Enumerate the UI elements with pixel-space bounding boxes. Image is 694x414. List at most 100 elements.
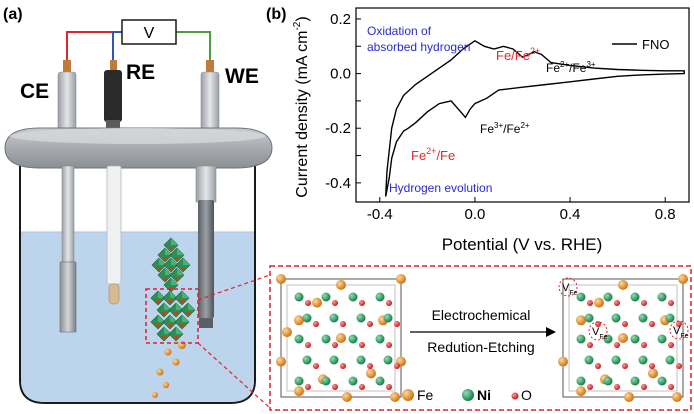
- vacancy-marker: [669, 320, 689, 340]
- o-atom: [676, 363, 682, 369]
- annotation-fe-fe2: Fe/Fe2+: [496, 46, 540, 63]
- we-holder: [200, 71, 220, 131]
- octahedron-face: [171, 258, 178, 265]
- fe-atom: [390, 392, 400, 402]
- ce-shaft: [61, 165, 75, 263]
- fe3-fe2-sup2: 2+: [520, 121, 529, 130]
- tetrahedron: [168, 267, 174, 271]
- ni-atom: [375, 292, 385, 302]
- o-atom: [313, 321, 319, 327]
- fe2-fe3-b: /Fe: [569, 61, 587, 75]
- re-tip: [106, 120, 120, 130]
- fe-bubble: [152, 392, 158, 398]
- octahedron-face: [176, 327, 183, 334]
- octahedron-face: [177, 268, 184, 275]
- ni-atom: [603, 376, 613, 386]
- octahedron-face: [171, 278, 178, 285]
- fe-atom: [678, 274, 688, 284]
- o-atom: [313, 363, 319, 369]
- fe-atom: [336, 333, 346, 343]
- lattice-before: [276, 274, 406, 402]
- ni-atom: [603, 334, 613, 344]
- fe-atom: [366, 368, 376, 379]
- ni-atom: [356, 313, 366, 323]
- ni-atom: [576, 376, 586, 386]
- tetrahedron: [161, 336, 167, 340]
- we-tip: [199, 318, 213, 328]
- o-atom: [359, 300, 365, 306]
- o-atom: [668, 342, 674, 348]
- ni-atom: [665, 313, 675, 323]
- o-atom: [641, 384, 647, 390]
- x-axis-label: Potential (V vs. RHE): [442, 235, 603, 254]
- o-atom: [622, 363, 628, 369]
- fe-atom: [618, 279, 628, 290]
- y-axis-label-close: ): [294, 16, 311, 21]
- o-atom: [386, 300, 392, 306]
- unit-cell: [280, 278, 402, 398]
- o-atom: [332, 384, 338, 390]
- re-label: RE: [126, 61, 155, 84]
- zoom-box: [145, 288, 199, 344]
- o-atom: [340, 321, 346, 327]
- arrow-label-bottom: Redution-Etching: [427, 339, 534, 355]
- tetrahedron: [173, 312, 179, 316]
- o-atom: [340, 363, 346, 369]
- ni-atom: [383, 355, 393, 365]
- annotation-oxidation-1: Oxidation of: [367, 24, 432, 38]
- ni-atom: [665, 355, 675, 365]
- fe3-fe2-sup1: 3+: [494, 121, 503, 130]
- tetrahedron: [179, 324, 185, 328]
- ni-atom: [638, 313, 648, 323]
- vacancy-marker: [588, 321, 608, 341]
- ni-atom: [638, 355, 648, 365]
- o-atom: [676, 321, 682, 327]
- tetrahedron: [174, 257, 180, 261]
- ni-atom: [302, 355, 312, 365]
- reaction-arrowhead: [546, 327, 556, 337]
- o-atom: [305, 342, 311, 348]
- octahedron-face: [158, 291, 165, 298]
- catalyst-crystal: [150, 237, 196, 342]
- o-atom: [614, 384, 620, 390]
- o-atom: [367, 363, 373, 369]
- ni-atom: [375, 376, 385, 386]
- octahedron-face: [177, 248, 184, 255]
- ni-atom: [321, 376, 331, 386]
- re-terminal: [110, 60, 117, 72]
- tetrahedron: [180, 267, 186, 271]
- annotation-fe2-fe: Fe2+/Fe: [411, 146, 455, 163]
- tetrahedron: [156, 267, 162, 271]
- voltmeter-label: V: [144, 25, 155, 42]
- tetrahedron: [185, 312, 191, 316]
- cap-top: [10, 128, 266, 144]
- fe-bubble: [164, 348, 172, 356]
- tetrahedron: [155, 300, 161, 304]
- tetrahedron: [162, 257, 168, 261]
- re-frit: [108, 283, 120, 305]
- ni-atom: [294, 292, 304, 302]
- legend-text: FNO: [642, 37, 669, 52]
- fe-atom: [396, 274, 406, 284]
- ce-label: CE: [20, 80, 49, 103]
- o-atom: [587, 300, 593, 306]
- bottom-dashed-frame: [269, 265, 692, 411]
- octahedron-face: [188, 303, 195, 310]
- fe-atom: [276, 274, 286, 284]
- fe-atom: [576, 315, 586, 326]
- octahedron-face: [170, 291, 177, 298]
- vacancy-label: VFe: [673, 325, 689, 340]
- o-atom: [587, 342, 593, 348]
- ni-atom: [630, 376, 640, 386]
- we-wire: [176, 31, 211, 62]
- we-shaft: [195, 165, 217, 203]
- fe2-fe3-a: Fe: [546, 61, 560, 75]
- ni-atom: [603, 292, 613, 302]
- fe-atom: [282, 327, 292, 338]
- o-atom: [668, 384, 674, 390]
- ni-atom: [657, 376, 667, 386]
- octahedron-face: [164, 303, 171, 310]
- ni-atom: [321, 292, 331, 302]
